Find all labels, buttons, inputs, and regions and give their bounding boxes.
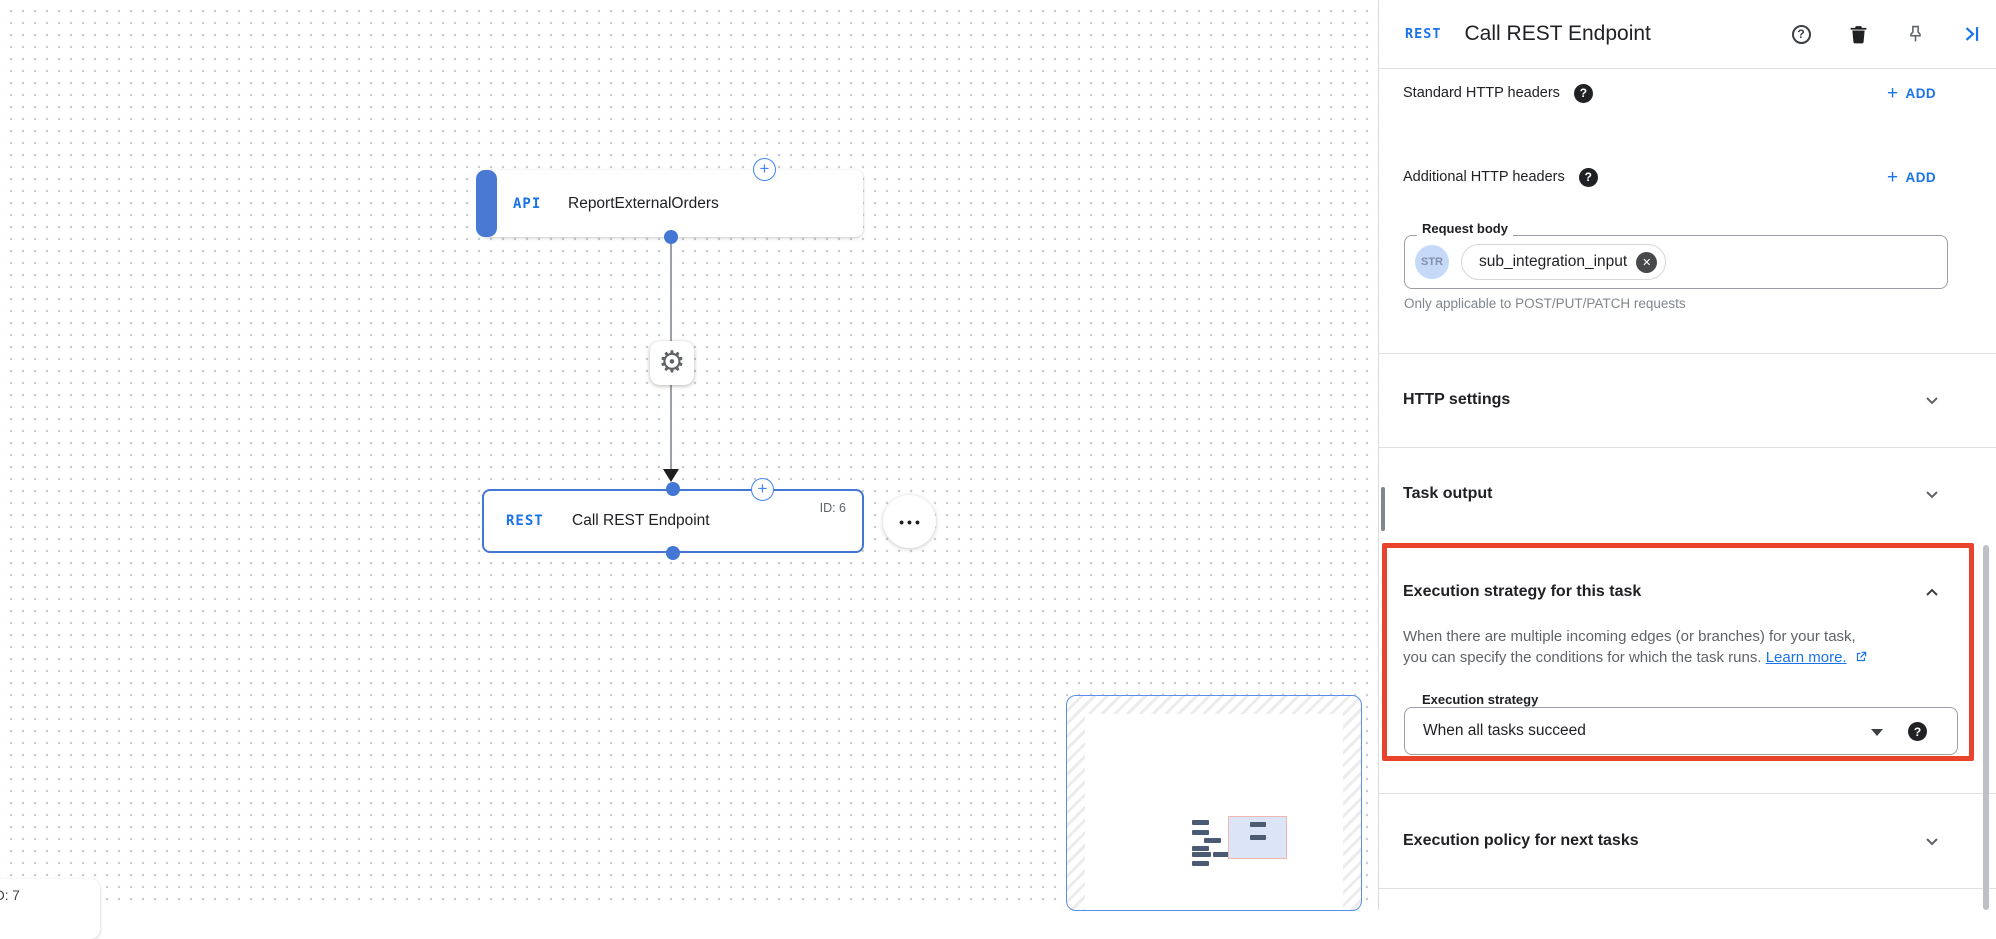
add-edge-icon[interactable]: + xyxy=(751,478,774,501)
add-additional-header-button[interactable]: + ADD xyxy=(1887,166,1936,188)
help-icon[interactable]: ? xyxy=(1578,167,1598,187)
pin-icon xyxy=(1909,25,1921,42)
remove-variable-button[interactable]: ✕ xyxy=(1636,251,1658,273)
flow-canvas[interactable]: API ReportExternalOrders + ⚙ REST Call R… xyxy=(0,0,1378,939)
plus-icon: + xyxy=(1887,82,1899,104)
rest-badge: REST xyxy=(506,513,544,529)
execution-policy-heading: Execution policy for next tasks xyxy=(1403,831,1639,849)
execution-strategy-heading: Execution strategy for this task xyxy=(1403,583,1642,600)
chevron-down-icon xyxy=(1926,490,1938,498)
request-body-label: Request body xyxy=(1417,221,1513,236)
panel-header: REST Call REST Endpoint ? xyxy=(1379,0,1996,68)
plus-icon: + xyxy=(1887,166,1899,188)
rest-badge: REST xyxy=(1405,26,1442,42)
gear-icon: ⚙ xyxy=(658,346,686,379)
minimap[interactable] xyxy=(1066,695,1362,911)
edge-arrowhead-icon xyxy=(663,469,679,482)
node-id-label: ID: 6 xyxy=(819,501,846,515)
input-port[interactable] xyxy=(666,482,680,496)
additional-http-headers-label: Additional HTTP headers xyxy=(1403,169,1565,185)
close-icon: ✕ xyxy=(1642,256,1652,269)
minimap-node xyxy=(1192,820,1209,825)
output-port[interactable] xyxy=(664,230,678,244)
node-report-external-orders[interactable]: API ReportExternalOrders + xyxy=(476,158,863,244)
help-icon[interactable]: ? xyxy=(1908,722,1927,741)
edge-gear-button[interactable]: ⚙ xyxy=(650,341,694,385)
request-body-helper-text: Only applicable to POST/PUT/PATCH reques… xyxy=(1404,296,1686,311)
api-badge: API xyxy=(513,195,542,212)
task-config-panel: REST Call REST Endpoint ? xyxy=(1378,0,1996,910)
minimap-node xyxy=(1192,861,1209,866)
additional-http-headers-row: Additional HTTP headers ? + ADD xyxy=(1379,152,1996,202)
http-settings-section[interactable]: HTTP settings xyxy=(1379,353,1996,447)
trigger-accent-bar xyxy=(476,170,497,237)
minimap-node xyxy=(1213,852,1230,857)
string-type-chip: STR xyxy=(1415,245,1449,279)
http-settings-heading: HTTP settings xyxy=(1403,391,1511,408)
chevron-up-icon xyxy=(1926,588,1938,596)
execution-strategy-description: When there are multiple incoming edges (… xyxy=(1403,626,1963,668)
add-edge-icon[interactable]: + xyxy=(753,158,776,181)
help-button[interactable]: ? xyxy=(1789,22,1813,46)
collapse-right-icon xyxy=(1965,27,1979,41)
collapse-panel-button[interactable] xyxy=(1960,22,1984,46)
external-link-icon xyxy=(1856,651,1866,662)
help-icon: ? xyxy=(1791,24,1811,44)
standard-http-headers-label: Standard HTTP headers xyxy=(1403,85,1560,101)
execution-strategy-section[interactable]: Execution strategy for this task xyxy=(1379,575,1996,609)
node-partial-id-7[interactable]: D: 7 xyxy=(0,879,100,939)
dropdown-caret-icon xyxy=(1871,729,1883,736)
node-call-rest-endpoint[interactable]: REST Call REST Endpoint ID: 6 + xyxy=(482,478,864,560)
chevron-down-icon xyxy=(1926,397,1938,405)
pin-panel-button[interactable] xyxy=(1903,22,1927,46)
dropdown-selected-value: When all tasks succeed xyxy=(1423,722,1586,739)
request-body-field[interactable]: STR sub_integration_input ✕ xyxy=(1404,235,1948,289)
task-output-heading: Task output xyxy=(1403,484,1493,502)
node-title: Call REST Endpoint xyxy=(572,512,710,529)
node-menu-button[interactable]: ••• xyxy=(883,495,936,548)
panel-title: Call REST Endpoint xyxy=(1464,22,1651,45)
trash-icon xyxy=(1850,26,1866,44)
variable-chip[interactable]: sub_integration_input ✕ xyxy=(1461,244,1667,280)
minimap-node xyxy=(1204,838,1221,843)
execution-strategy-dropdown[interactable]: When all tasks succeed ? xyxy=(1404,707,1958,755)
minimap-area xyxy=(1085,714,1343,910)
execution-policy-section[interactable]: Execution policy for next tasks xyxy=(1379,793,1996,888)
minimap-node xyxy=(1192,830,1209,835)
delete-task-button[interactable] xyxy=(1846,22,1870,46)
standard-http-headers-row: Standard HTTP headers ? + ADD xyxy=(1379,68,1996,118)
node-title: ReportExternalOrders xyxy=(568,194,719,212)
node-id-label: D: 7 xyxy=(0,888,20,903)
output-port[interactable] xyxy=(666,546,680,560)
panel-scrollbar[interactable] xyxy=(1983,545,1989,910)
minimap-viewport[interactable] xyxy=(1228,816,1287,859)
learn-more-link[interactable]: Learn more. xyxy=(1765,649,1847,666)
add-standard-header-button[interactable]: + ADD xyxy=(1887,82,1936,104)
help-icon[interactable]: ? xyxy=(1573,83,1593,103)
ellipsis-icon: ••• xyxy=(899,513,923,530)
minimap-node xyxy=(1250,835,1266,840)
task-output-section[interactable]: Task output xyxy=(1379,447,1996,540)
minimap-node xyxy=(1250,822,1266,827)
minimap-node xyxy=(1192,846,1209,851)
execution-strategy-field-label: Execution strategy xyxy=(1417,692,1544,707)
panel-scroll-indicator[interactable] xyxy=(1381,487,1385,531)
chevron-down-icon xyxy=(1926,837,1938,845)
minimap-node xyxy=(1192,852,1211,857)
